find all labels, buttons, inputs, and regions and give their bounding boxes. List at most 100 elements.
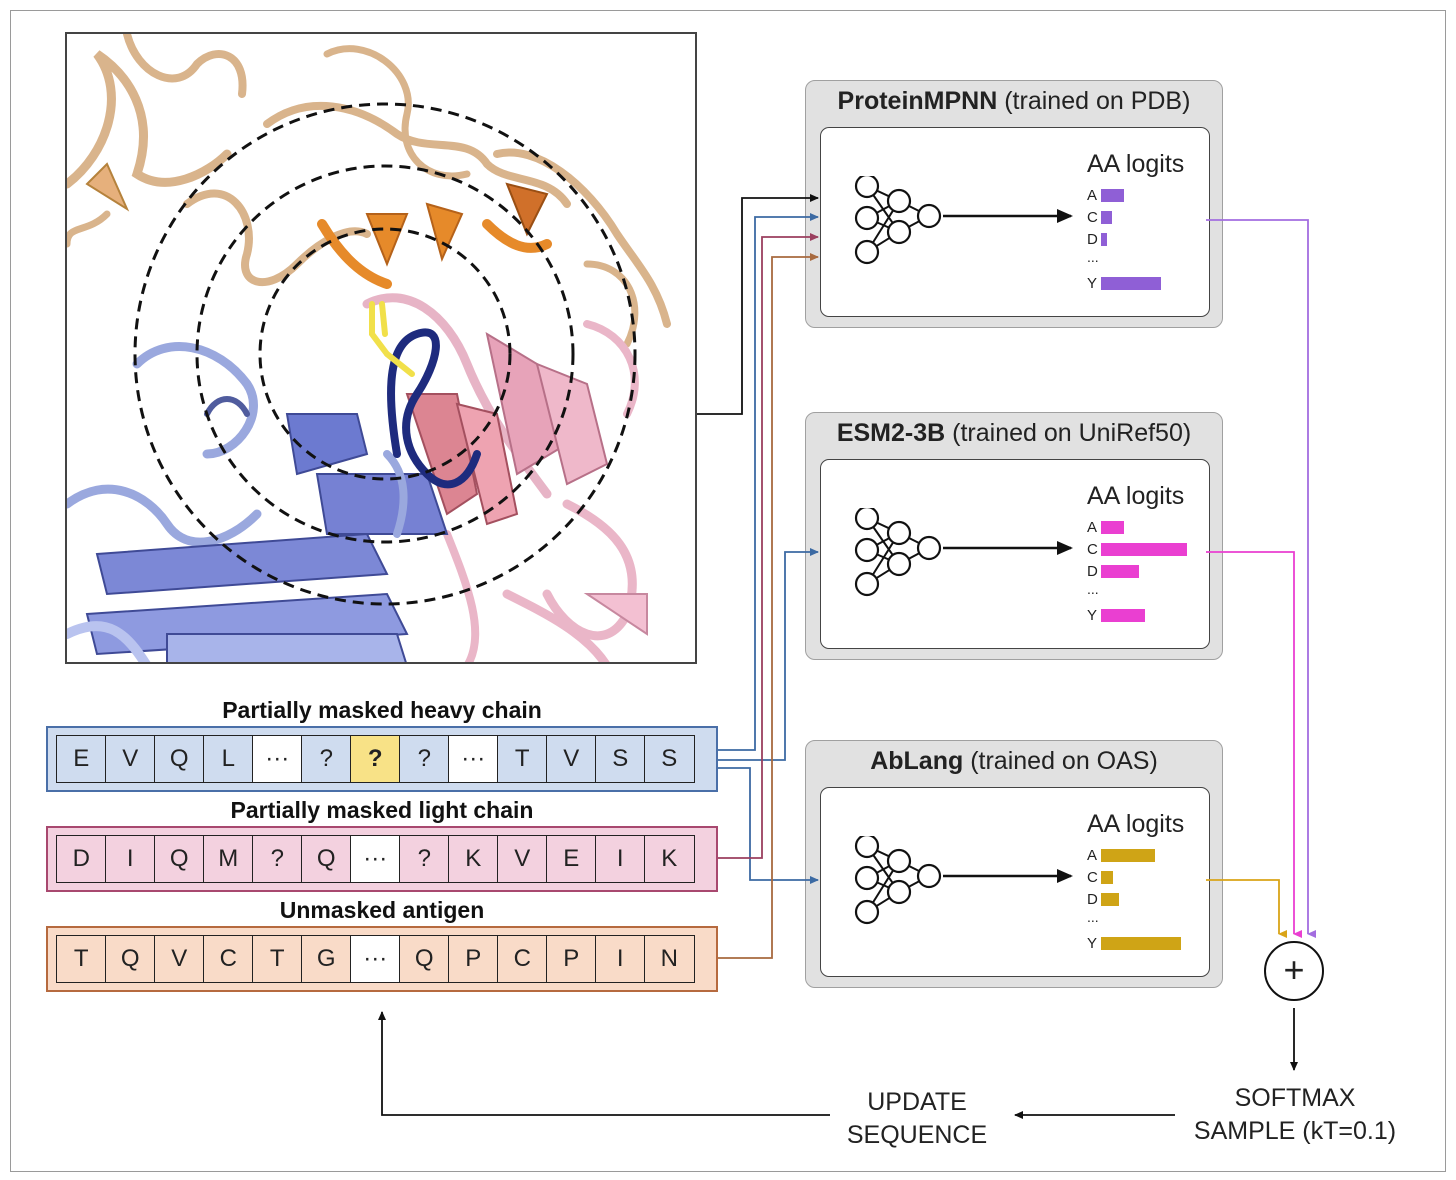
logit-ellipsis: ... [1087, 249, 1099, 265]
logit-aa-label: A [1087, 518, 1098, 536]
logit-row: C [1087, 866, 1113, 888]
residue-cell: C [497, 935, 548, 983]
neural-network-icon [854, 836, 1073, 925]
logit-row: A [1087, 516, 1124, 538]
logit-row: Y [1087, 272, 1161, 294]
residue-cell: M [203, 835, 254, 883]
logit-ellipsis: ... [1087, 909, 1099, 925]
aa-logits-title: AA logits [1087, 150, 1185, 178]
residue-cell: Q [105, 935, 156, 983]
logit-aa-label: Y [1087, 606, 1098, 624]
logit-bar [1101, 232, 1107, 246]
logit-row: D [1087, 228, 1107, 250]
residue-cell: Q [154, 835, 205, 883]
logit-bar [1101, 542, 1187, 556]
model-training-set: (trained on PDB) [1004, 87, 1191, 115]
residue-cell: ··· [448, 735, 499, 783]
logit-bar [1101, 936, 1181, 950]
residue-cell: P [546, 935, 597, 983]
residue-cell: K [448, 835, 499, 883]
sum-symbol: + [1283, 949, 1305, 990]
light-chain-label: Partially masked light chain [230, 797, 534, 823]
residue-cell: L [203, 735, 254, 783]
softmax-sample-label: SOFTMAX SAMPLE (kT=0.1) [1170, 1082, 1420, 1148]
residue-cell: I [595, 835, 646, 883]
residue-cell: P [448, 935, 499, 983]
residue-cell: I [595, 935, 646, 983]
residue-cell: Q [154, 735, 205, 783]
neural-network-icon [854, 176, 1073, 265]
residue-cell: Q [399, 935, 450, 983]
model-training-set: (trained on UniRef50) [952, 419, 1192, 447]
logit-aa-label: Y [1087, 274, 1098, 292]
residue-cell: T [497, 735, 548, 783]
neural-network-icon [854, 508, 1073, 597]
logit-bar [1101, 276, 1161, 290]
residue-cell: E [546, 835, 597, 883]
aa-logits-title: AA logits [1087, 810, 1185, 838]
residue-cell: C [203, 935, 254, 983]
logit-bar [1101, 520, 1124, 534]
residue-cell: Q [301, 835, 352, 883]
model-title: ESM2-3B (trained on UniRef50) [806, 419, 1222, 448]
logit-ellipsis: ... [1087, 581, 1099, 597]
logit-aa-label: D [1087, 890, 1098, 908]
residue-cell: ? [252, 835, 303, 883]
model-training-set: (trained on OAS) [970, 747, 1158, 775]
logit-aa-label: C [1087, 868, 1098, 886]
residue-cell: ? [350, 735, 401, 783]
model-name: AbLang [870, 747, 964, 775]
logit-aa-label: D [1087, 562, 1098, 580]
update-sequence-label: UPDATE SEQUENCE [822, 1086, 1012, 1152]
logit-row: A [1087, 844, 1155, 866]
logit-aa-label: A [1087, 846, 1098, 864]
residue-cell: S [595, 735, 646, 783]
logit-row: Y [1087, 932, 1181, 954]
softmax-line-2: SAMPLE (kT=0.1) [1193, 1117, 1397, 1145]
logit-row: D [1087, 888, 1119, 910]
logit-row: Y [1087, 604, 1145, 626]
residue-cell: V [497, 835, 548, 883]
residue-cell: V [105, 735, 156, 783]
logit-bar [1101, 870, 1113, 884]
aa-logits-title: AA logits [1087, 482, 1185, 510]
logit-aa-label: A [1087, 186, 1098, 204]
logit-bar [1101, 608, 1145, 622]
logit-bar [1101, 564, 1139, 578]
residue-cell: T [56, 935, 107, 983]
logit-row: D [1087, 560, 1139, 582]
heavy-chain-label: Partially masked heavy chain [222, 697, 542, 723]
residue-cell: V [154, 935, 205, 983]
residue-cell: D [56, 835, 107, 883]
antigen-label: Unmasked antigen [279, 897, 485, 923]
model-name: ProteinMPNN [837, 87, 998, 115]
residue-cell: I [105, 835, 156, 883]
logit-bar [1101, 848, 1155, 862]
residue-cell: ? [301, 735, 352, 783]
model-name: ESM2-3B [836, 419, 946, 447]
protein-structure-image [67, 34, 671, 662]
logit-aa-label: C [1087, 208, 1098, 226]
residue-cell: ··· [252, 735, 303, 783]
protein-structure-panel [65, 32, 697, 664]
logit-aa-label: Y [1087, 934, 1098, 952]
model-title: AbLang (trained on OAS) [806, 747, 1222, 776]
residue-cell: ? [399, 835, 450, 883]
update-line-1: UPDATE [867, 1088, 967, 1116]
logit-row: C [1087, 538, 1187, 560]
residue-cell: E [56, 735, 107, 783]
residue-cell: ··· [350, 935, 401, 983]
logit-bar [1101, 188, 1124, 202]
model-title: ProteinMPNN (trained on PDB) [806, 87, 1222, 116]
residue-cell: T [252, 935, 303, 983]
residue-cell: K [644, 835, 695, 883]
logit-row: C [1087, 206, 1112, 228]
residue-cell: G [301, 935, 352, 983]
